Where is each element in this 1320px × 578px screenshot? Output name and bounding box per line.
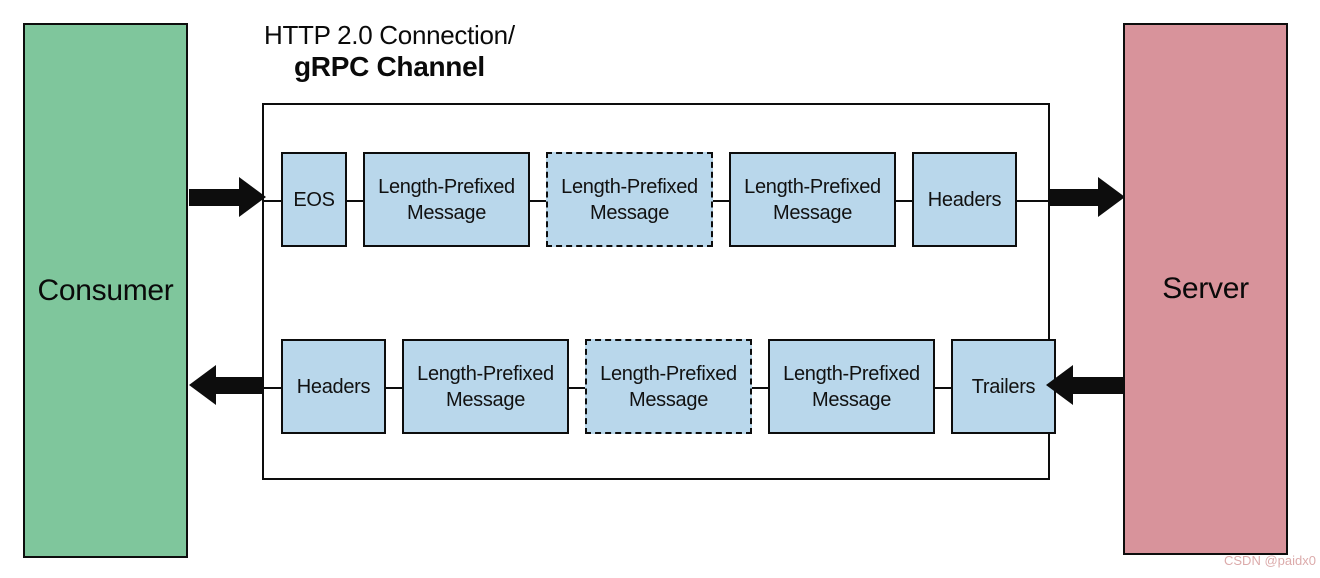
arrow-server-to-channel xyxy=(1046,365,1125,405)
frame-box-label: Headers xyxy=(296,375,371,398)
connector-line xyxy=(713,199,729,202)
frame-connector-line xyxy=(264,152,281,247)
frame-box-label: Length-Prefixed Message xyxy=(561,175,698,224)
frame-box-label: EOS xyxy=(293,188,335,211)
consumer-label: Consumer xyxy=(37,273,174,307)
arrow-shaft xyxy=(1073,376,1125,394)
frame-connector-line xyxy=(935,339,951,434)
frame-connector-line xyxy=(713,152,729,247)
frame-connector-line xyxy=(896,152,912,247)
frame-box-eos: EOS xyxy=(281,152,347,247)
connector-line xyxy=(569,386,585,389)
connector-line xyxy=(1017,199,1048,202)
frame-connector-line xyxy=(752,339,768,434)
frame-box-length-prefixed-message: Length-Prefixed Message xyxy=(729,152,896,247)
frame-box-length-prefixed-message: Length-Prefixed Message xyxy=(768,339,935,434)
connector-line xyxy=(264,386,281,389)
frame-box-label: Headers xyxy=(927,188,1002,211)
frame-connector-line xyxy=(347,152,363,247)
arrow-head-left-icon xyxy=(1046,365,1073,405)
server-label: Server xyxy=(1162,272,1249,305)
frame-box-headers: Headers xyxy=(281,339,386,434)
frame-box-label: Length-Prefixed Message xyxy=(744,175,881,224)
connector-line xyxy=(935,386,951,389)
response-stream-row: Headers Length-Prefixed Message Length-Pre… xyxy=(264,339,1056,434)
frame-connector-line xyxy=(1017,152,1048,247)
frame-box-headers: Headers xyxy=(912,152,1017,247)
frame-connector-line xyxy=(569,339,585,434)
frame-box-label: Length-Prefixed Message xyxy=(417,362,554,411)
arrow-shaft xyxy=(216,376,264,394)
frame-box-label: Trailers xyxy=(971,375,1036,398)
connector-line xyxy=(386,386,402,389)
connector-line xyxy=(264,199,281,202)
arrow-head-right-icon xyxy=(239,177,266,217)
arrow-head-right-icon xyxy=(1098,177,1125,217)
channel-title-line1: HTTP 2.0 Connection/ xyxy=(264,20,515,50)
arrow-channel-to-consumer xyxy=(189,365,264,405)
connector-line xyxy=(752,386,768,389)
server-node: Server xyxy=(1123,23,1288,555)
consumer-node: Consumer xyxy=(23,23,188,558)
arrow-shaft xyxy=(189,188,239,206)
request-stream-row: EOS Length-Prefixed Message Length-Prefixe… xyxy=(264,152,1048,247)
watermark: CSDN @paidx0 xyxy=(1224,553,1316,568)
arrow-channel-to-server xyxy=(1048,177,1125,217)
frame-box-length-prefixed-message: Length-Prefixed Message xyxy=(363,152,530,247)
frame-connector-line xyxy=(530,152,546,247)
frame-box-trailers: Trailers xyxy=(951,339,1056,434)
frame-box-label: Length-Prefixed Message xyxy=(783,362,920,411)
frame-box-label: Length-Prefixed Message xyxy=(600,362,737,411)
frame-connector-line xyxy=(264,339,281,434)
channel-title: HTTP 2.0 Connection/ gRPC Channel xyxy=(264,20,515,82)
channel-title-line2: gRPC Channel xyxy=(294,51,485,82)
frame-box-length-prefixed-message: Length-Prefixed Message xyxy=(546,152,713,247)
connector-line xyxy=(896,199,912,202)
connector-line xyxy=(347,199,363,202)
frame-box-length-prefixed-message: Length-Prefixed Message xyxy=(402,339,569,434)
arrow-consumer-to-channel xyxy=(189,177,266,217)
arrow-shaft xyxy=(1048,188,1098,206)
frame-connector-line xyxy=(386,339,402,434)
frame-box-length-prefixed-message: Length-Prefixed Message xyxy=(585,339,752,434)
arrow-head-left-icon xyxy=(189,365,216,405)
connector-line xyxy=(530,199,546,202)
frame-box-label: Length-Prefixed Message xyxy=(378,175,515,224)
